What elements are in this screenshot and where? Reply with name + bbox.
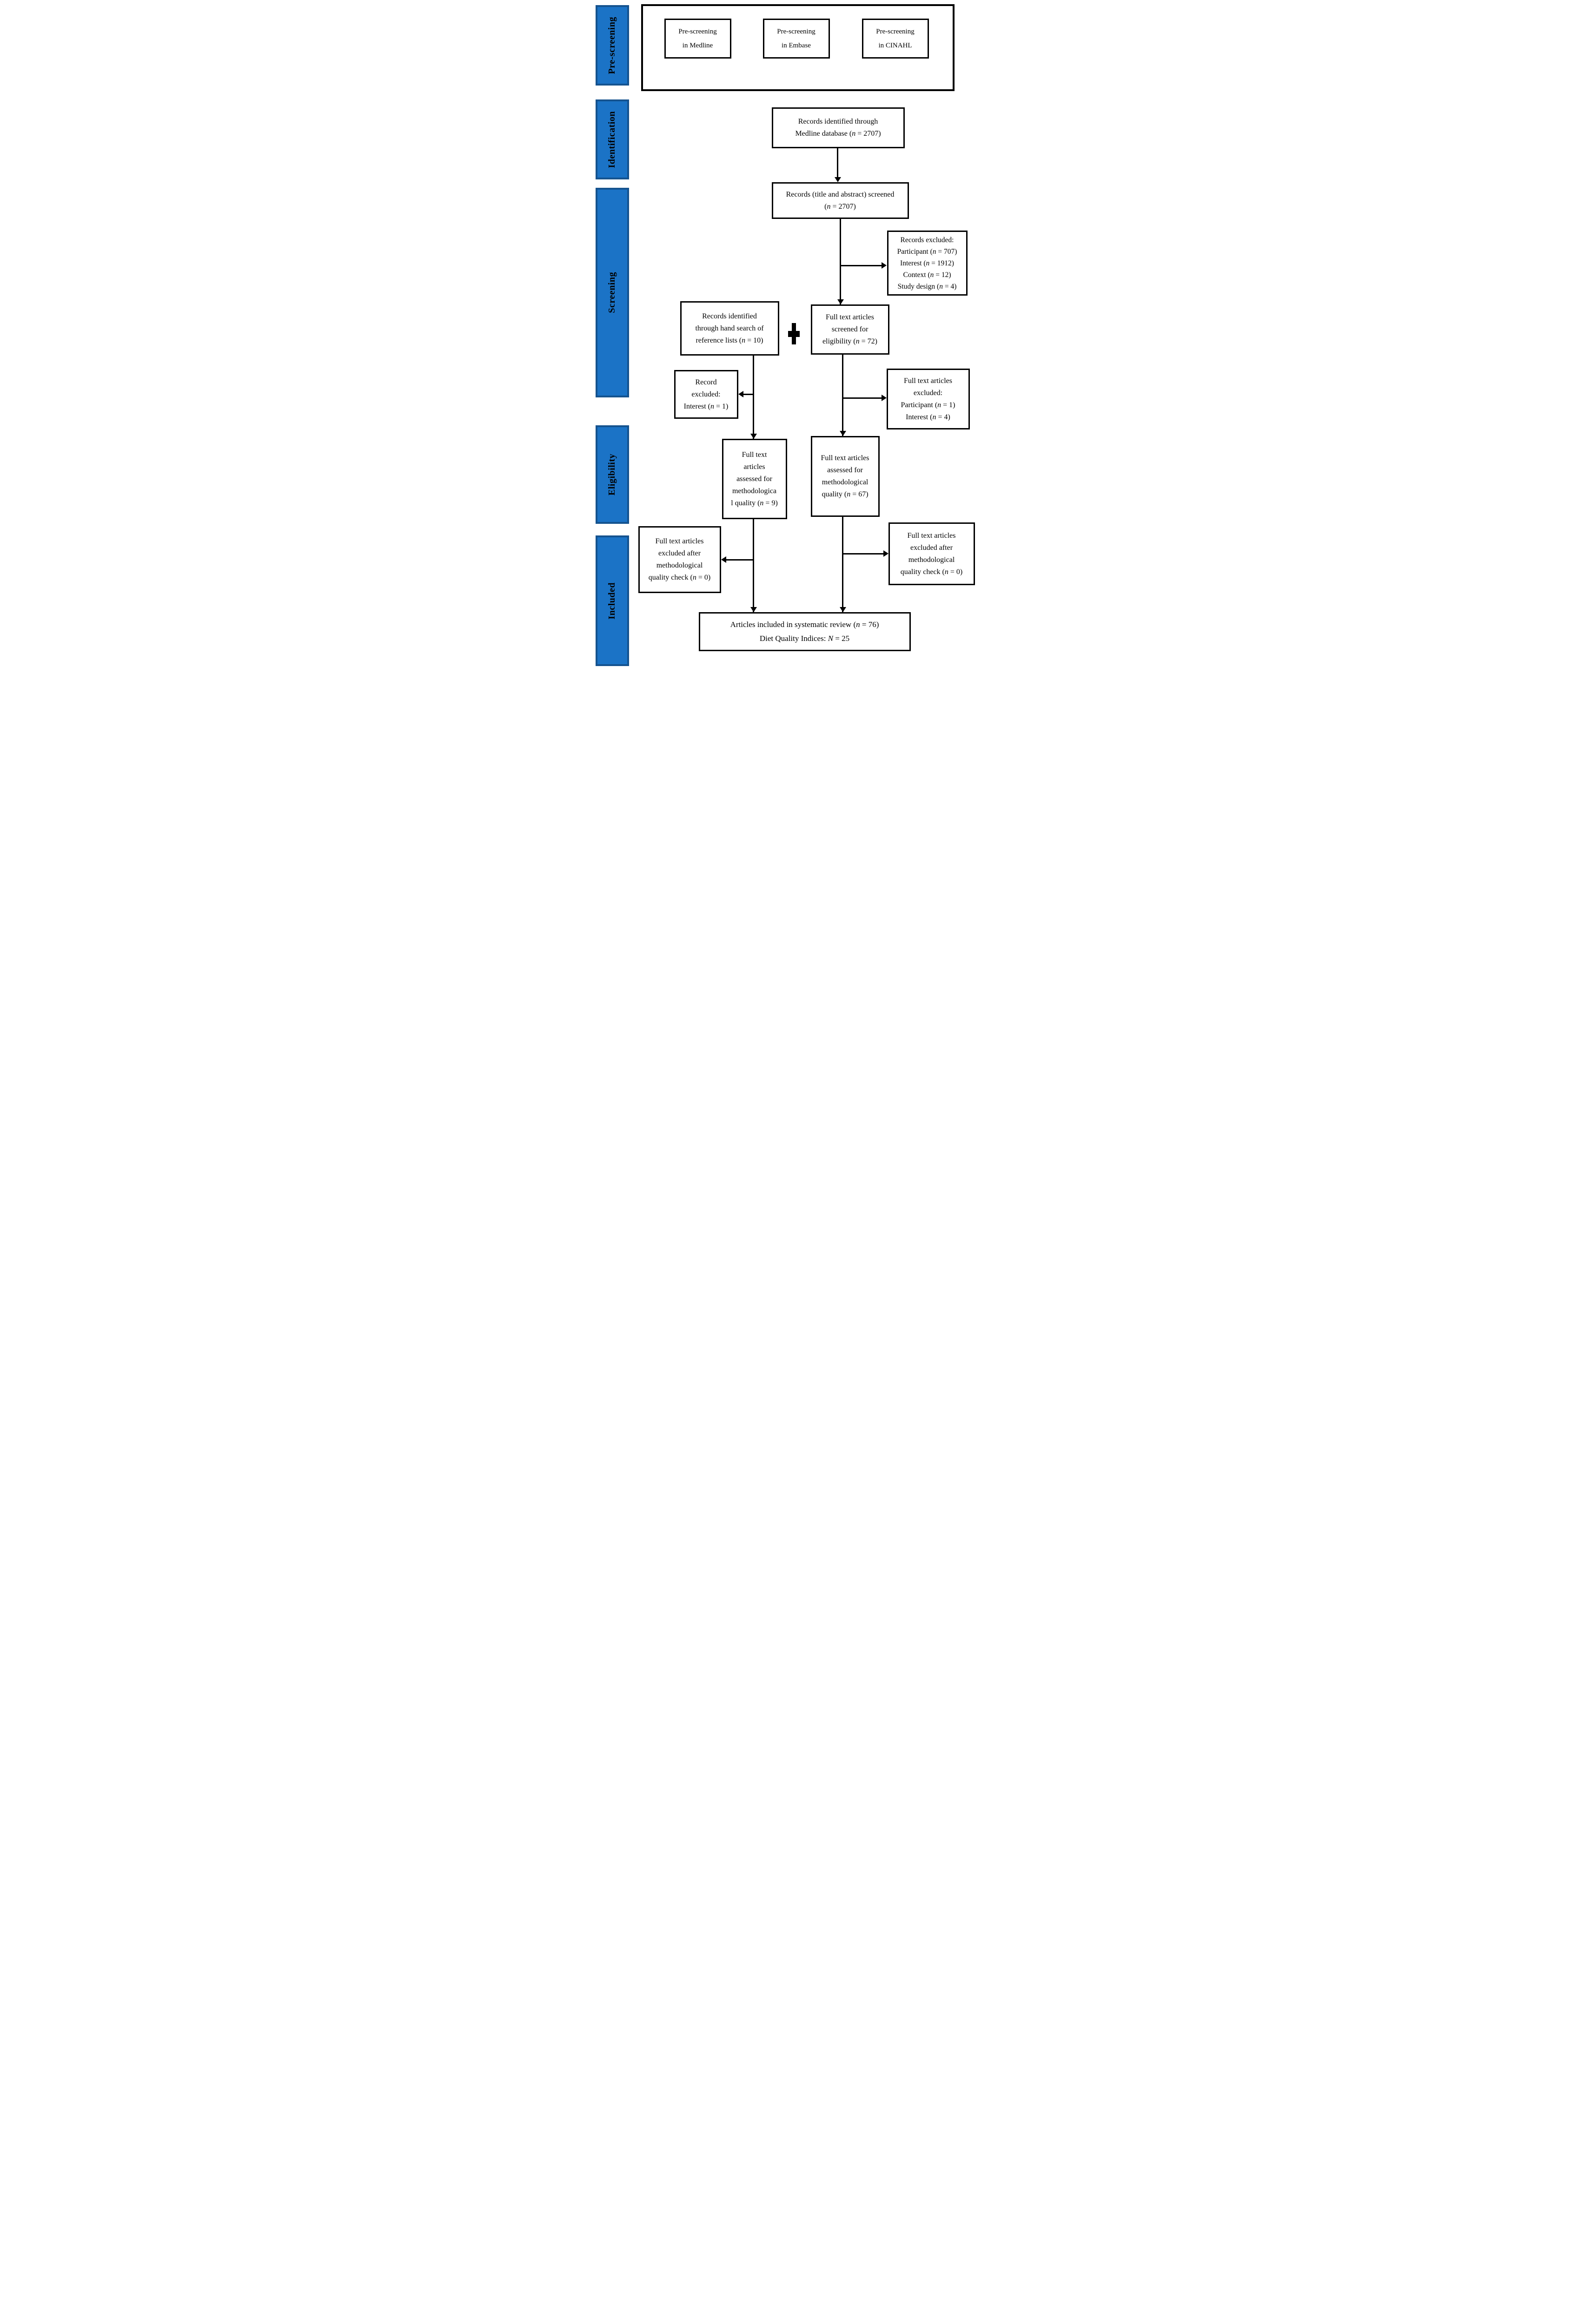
box-line: excluded: [691, 390, 721, 398]
box-line: excluded after [658, 549, 701, 557]
box-line: Full text articles [826, 313, 874, 321]
arrow-down-icon [839, 431, 846, 436]
plus-icon [788, 331, 800, 337]
box-line: Records identified [702, 312, 757, 320]
stage-label-screening: Screening [595, 188, 629, 397]
stage-label-text: Eligibility [607, 454, 617, 495]
box-line: (n = 2707) [824, 202, 856, 211]
box-line: articles [743, 462, 765, 471]
fulltext-screened-box: Full text articles screened for eligibil… [810, 304, 889, 355]
box-line: l quality (n = 9) [731, 499, 778, 507]
stage-label-text: Screening [607, 272, 617, 313]
arrow-line [842, 355, 843, 436]
box-line: Records identified through [798, 118, 878, 125]
box-line: Pre-screening [876, 28, 915, 35]
box-line: assessed for [736, 475, 772, 483]
arrow-right-icon [881, 262, 887, 269]
box-line: in Embase [782, 42, 811, 49]
arrow-line [836, 148, 838, 178]
quality-excluded-left-box: Full text articles excluded after method… [638, 526, 721, 593]
box-line: excluded: [913, 389, 943, 397]
box-line: eligibility (n = 72) [822, 337, 877, 345]
box-line: methodological [656, 561, 703, 569]
record-excluded-box: Record excluded: Interest (n = 1) [674, 370, 738, 419]
box-line: Interest (n = 4) [906, 413, 950, 421]
box-line: quality check (n = 0) [900, 568, 963, 576]
arrow-line [842, 553, 883, 555]
included-box: Articles included in systematic review (… [698, 612, 911, 651]
stage-label-text: Identification [607, 111, 617, 168]
arrow-line [842, 397, 882, 399]
stage-label-pre-screening: Pre-screening [595, 5, 629, 86]
records-excluded-box: Records excluded: Participant (n = 707) … [887, 231, 968, 296]
box-line: quality check (n = 0) [648, 574, 711, 581]
arrow-line [752, 356, 754, 439]
box-line: Pre-screening [678, 28, 717, 35]
hand-search-box: Records identified through hand search o… [680, 301, 779, 356]
arrow-line [752, 519, 754, 612]
prescreening-medline-box: Pre-screening in Medline [664, 19, 731, 59]
prescreening-embase-box: Pre-screening in Embase [762, 19, 830, 59]
prisma-flow-diagram: Pre-screening Identification Screening E… [591, 0, 987, 669]
box-line: Articles included in systematic review (… [730, 620, 879, 629]
arrow-right-icon [881, 395, 887, 401]
arrow-down-icon [750, 434, 757, 439]
box-line: Medline database (n = 2707) [795, 130, 881, 138]
arrow-line [726, 559, 753, 561]
box-line: Study design (n = 4) [897, 282, 957, 290]
arrow-line [839, 219, 841, 304]
arrow-left-icon [738, 391, 743, 397]
box-line: Full text articles [907, 531, 956, 540]
prescreening-cinahl-box: Pre-screening in CINAHL [862, 19, 929, 59]
arrow-line [743, 394, 754, 395]
box-line: Interest (n = 1) [683, 402, 729, 410]
arrow-down-icon [839, 607, 846, 612]
stage-label-text: Pre-screening [607, 16, 617, 74]
arrow-line [842, 517, 843, 612]
assessed-hand-box: Full text articles assessed for methodol… [722, 439, 787, 519]
box-line: Full text articles [904, 376, 952, 385]
box-line: Record [695, 378, 717, 386]
box-line: in CINAHL [878, 42, 912, 49]
arrow-right-icon [883, 550, 888, 557]
arrow-down-icon [837, 299, 844, 304]
box-line: screened for [831, 325, 869, 333]
box-line: Full text [742, 450, 767, 459]
stage-label-eligibility: Eligibility [595, 425, 629, 524]
box-line: Records (title and abstract) screened [786, 190, 895, 198]
box-line: through hand search of [695, 324, 764, 332]
box-line: methodologica [732, 487, 777, 495]
assessed-main-box: Full text articles assessed for methodol… [810, 436, 880, 517]
box-line: Interest (n = 1912) [900, 259, 954, 267]
stage-label-included: Included [595, 535, 629, 666]
box-line: methodological [908, 555, 955, 564]
box-line: Diet Quality Indices: N = 25 [759, 634, 850, 643]
box-line: Participant (n = 707) [897, 247, 957, 256]
box-line: assessed for [827, 466, 863, 474]
box-line: in Medline [682, 42, 713, 49]
arrow-left-icon [721, 556, 726, 563]
box-line: Pre-screening [777, 28, 816, 35]
box-line: Full text articles [655, 537, 704, 545]
box-line: quality (n = 67) [822, 490, 869, 498]
arrow-line [840, 265, 882, 266]
box-line: excluded after [910, 543, 953, 552]
box-line: Context (n = 12) [903, 271, 951, 279]
box-line: methodological [822, 478, 869, 486]
arrow-down-icon [750, 607, 757, 612]
records-identified-box: Records identified through Medline datab… [771, 107, 905, 148]
fulltext-excluded-box: Full text articles excluded: Participant… [886, 369, 970, 429]
stage-label-identification: Identification [595, 99, 629, 179]
box-line: Participant (n = 1) [901, 401, 955, 409]
records-screened-box: Records (title and abstract) screened (n… [771, 182, 909, 219]
quality-excluded-right-box: Full text articles excluded after method… [888, 522, 975, 585]
box-line: reference lists (n = 10) [696, 336, 763, 344]
arrow-down-icon [834, 177, 841, 182]
stage-label-text: Included [607, 582, 617, 620]
box-line: Full text articles [821, 454, 869, 462]
box-line: Records excluded: [900, 236, 954, 244]
